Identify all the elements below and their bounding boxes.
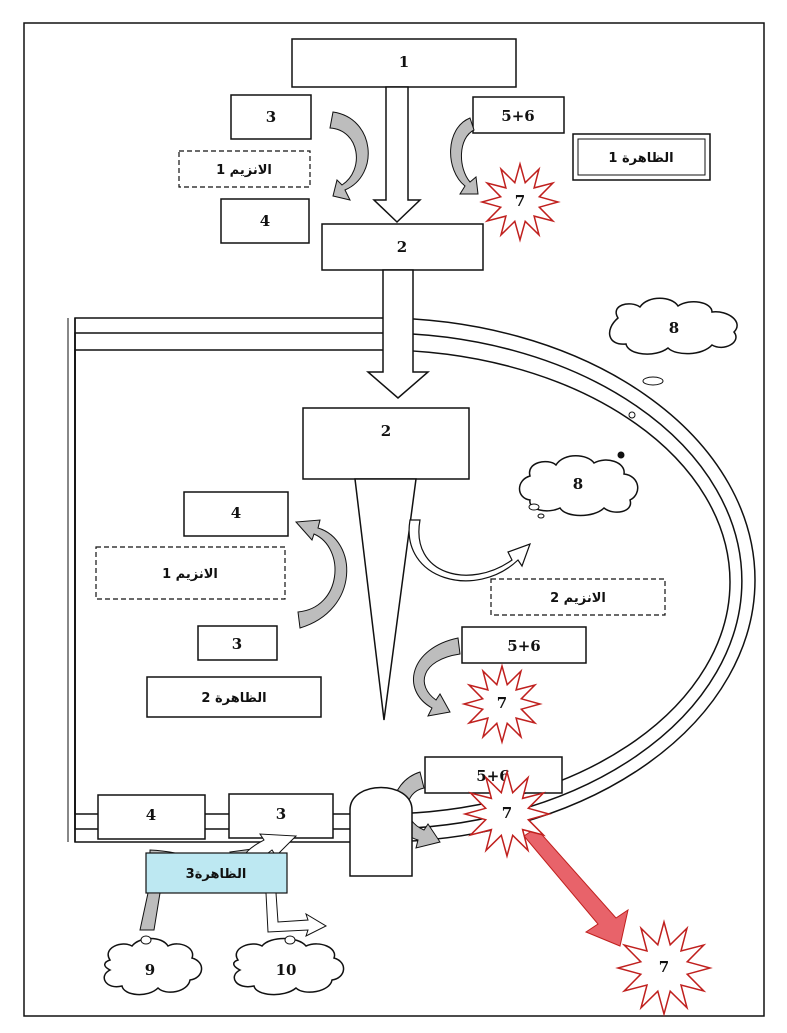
tapering-wedge [354,478,417,721]
curved-arrow-to-cloud-8 [408,519,532,582]
box-56-mid-label: 5+6 [507,637,540,655]
box-4-bottom [97,794,206,840]
arrow-to-cloud-9 [139,892,161,931]
box-3-top-label: 3 [266,108,276,126]
arrow-1-to-2 [372,86,422,224]
membrane-channel [349,786,413,877]
phenomenon-2-box [146,676,322,718]
curved-arrow-56-to-7-mid [413,637,461,717]
outer-frame [23,22,765,1017]
box-2-top-label: 2 [397,238,407,256]
box-56-top [472,96,565,134]
bubble-2 [628,411,636,419]
cloud-9-dot [140,935,152,945]
phenomenon-2-label: الظاهرة 2 [201,691,266,706]
cloud-8-dot-1 [528,503,540,511]
enzyme-1-mid-box [95,546,286,600]
arrow-2-into-cell [365,269,431,399]
cloud-8-top [608,297,738,355]
box-1 [291,38,517,88]
enzyme-1-mid-label: الانزيم 1 [162,567,218,582]
box-56-top-label: 5+6 [501,107,534,125]
star-7-mid [461,663,543,745]
box-3-top [230,94,312,140]
box-56-mid [461,626,587,664]
box-3-mid-label: 3 [232,635,242,653]
bubble-3 [617,451,625,459]
cloud-8-inner-label: 8 [573,475,583,493]
phenomenon-3-label: الظاهرة3 [186,867,247,882]
cloud-10 [233,937,345,996]
curved-arrow-3-to-4-mid [294,519,348,629]
box-4-mid-label: 4 [231,504,241,522]
box-4-bottom-label: 4 [146,806,156,824]
star-7-top [479,161,561,243]
star-7-outside-label: 7 [659,958,669,976]
cloud-8-dot-2 [537,513,545,519]
enzyme-1-top-box [178,150,311,188]
cloud-10-dot [284,935,296,945]
star-7-outside [615,919,713,1017]
box-2-inner-label: 2 [381,422,391,440]
bubble-1 [642,376,664,386]
phenomenon-1-label: الظاهرة 1 [608,151,673,166]
enzyme-2-box [490,578,666,616]
box-56-bottom-label: 5+6 [476,767,509,785]
cloud-10-label: 10 [276,961,297,979]
box-4-top [220,198,310,244]
curved-arrow-56-to-7-top [450,117,479,195]
red-arrow-out [523,827,629,947]
star-7-bottom-label: 7 [502,804,512,822]
box-4-top-label: 4 [260,212,270,230]
star-7-bottom [462,769,552,859]
cloud-8-top-label: 8 [669,319,679,337]
curved-arrow-3-to-4-top [329,111,369,201]
box-2-inner [302,407,470,480]
box-1-label: 1 [399,53,409,71]
box-3-bottom-label: 3 [276,805,286,823]
cloud-9-label: 9 [145,961,155,979]
box-2-top [321,223,484,271]
enzyme-1-top-label: الانزيم 1 [216,163,272,178]
phenomenon-3-box [145,852,288,894]
phenomenon-1-inner [577,138,706,176]
star-7-top-label: 7 [515,192,525,210]
arrow-to-cloud-10 [265,892,328,937]
star-7-mid-label: 7 [497,694,507,712]
enzyme-2-label: الانزيم 2 [550,591,606,606]
box-3-mid [197,625,278,661]
box-4-mid [183,491,289,537]
